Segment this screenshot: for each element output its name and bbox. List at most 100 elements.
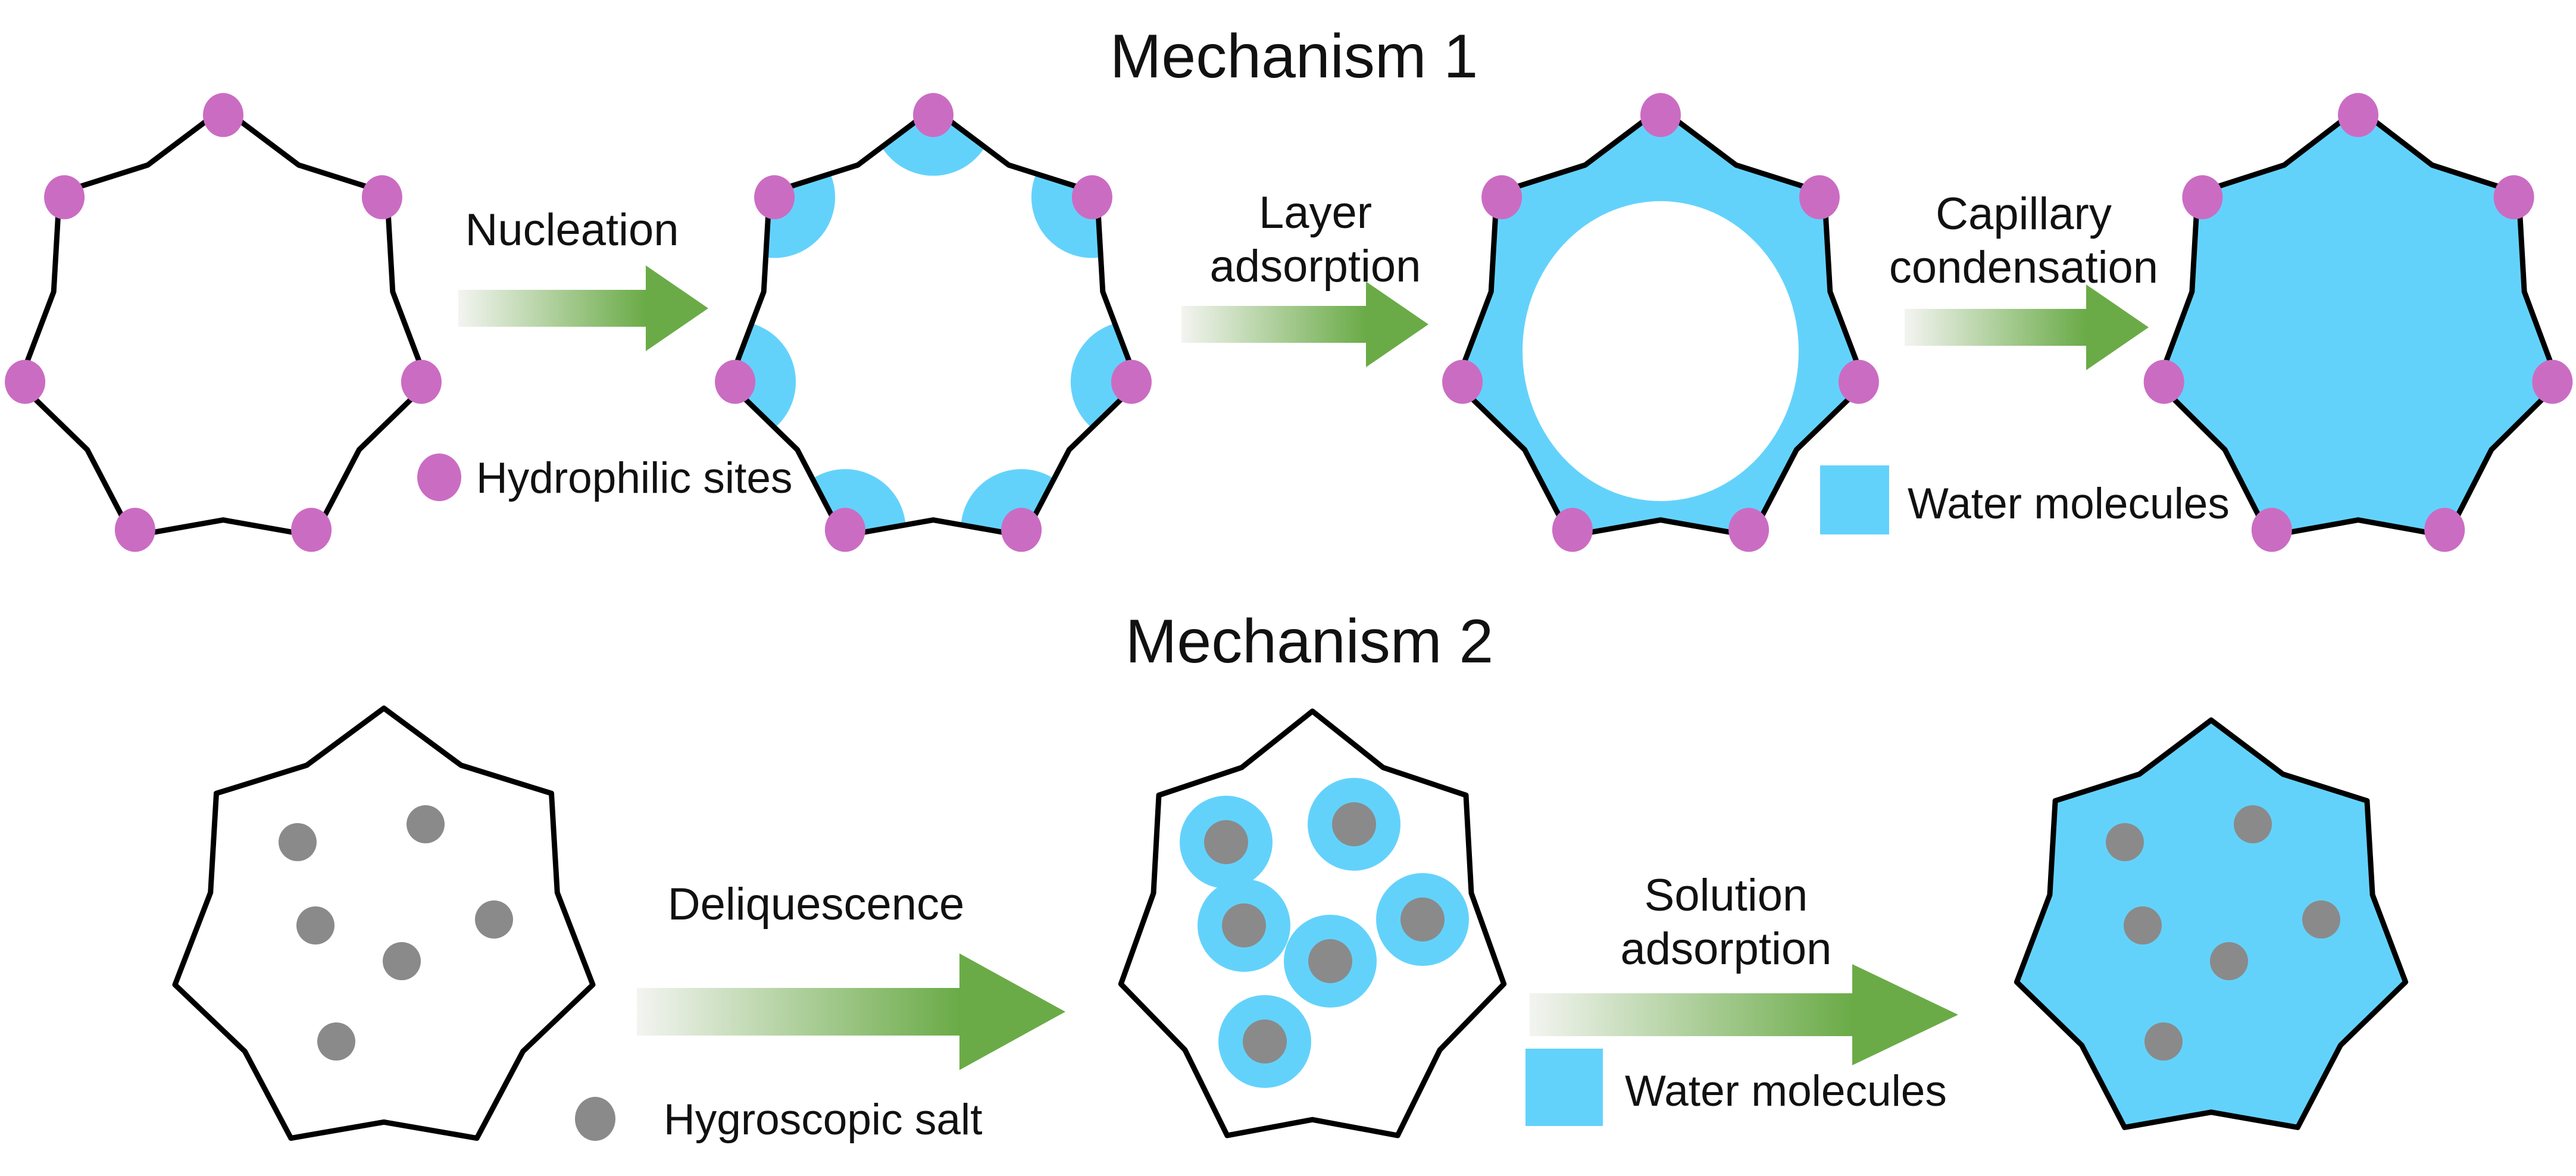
hydrophilic-site-dot: [715, 359, 756, 404]
pore-deliquesced: [1118, 708, 1507, 1139]
salt-particle: [317, 1022, 355, 1061]
pore-condensed-body: [2158, 108, 2559, 536]
salt-particle: [2144, 1022, 2183, 1061]
hydrophilic-site-dot: [44, 175, 85, 220]
legend-label-hydrophilic-sites: Hydrophilic sites: [476, 454, 792, 502]
arrow-label-capillary-condensation-line1: Capillary: [1936, 189, 2112, 239]
arrow-label-layer-adsorption-line2: adsorption: [1210, 241, 1421, 292]
hydrophilic-site-dot: [2338, 93, 2378, 137]
legend-hygroscopic-salt: Hygroscopic salt: [575, 1096, 983, 1144]
arrow-head-icon: [2086, 284, 2149, 370]
arrow-label-solution-adsorption-line2: adsorption: [1621, 924, 1832, 974]
arrow-head-icon: [646, 265, 708, 351]
legend-water-molecules-1: Water molecules: [1820, 465, 2230, 534]
salt-particle: [2302, 900, 2340, 939]
legend-hydrophilic-sites: Hydrophilic sites: [417, 453, 792, 502]
hydrophilic-site-dot: [824, 508, 865, 552]
pore-nucleation: [715, 93, 1152, 552]
pore-salt-body: [175, 708, 593, 1139]
salt-particle: [1204, 820, 1248, 864]
pore-salt: [172, 705, 596, 1141]
pore-deliquesced-outline: [1118, 708, 1507, 1139]
hydrophilic-site-dot: [913, 93, 954, 137]
title-mechanism-2: Mechanism 2: [1126, 607, 1493, 676]
salt-particle: [2234, 805, 2272, 843]
hydrophilic-site-dot: [1481, 175, 1523, 220]
legend-label-water-molecules-2: Water molecules: [1625, 1067, 1947, 1115]
hydrophilic-site-dot: [1001, 508, 1042, 552]
arrow-head-icon: [959, 953, 1065, 1070]
arrow-label-deliquescence-line1: Deliquescence: [668, 879, 965, 930]
salt-particle: [296, 906, 334, 944]
salt-particle: [279, 823, 317, 861]
arrow-label-capillary-condensation-line2: condensation: [1889, 242, 2158, 293]
pore-solution-outline: [2014, 717, 2409, 1130]
hydrophilic-site-dot: [1111, 359, 1152, 404]
pore-salt-outline: [172, 705, 596, 1141]
pore-layer-outline: [1453, 105, 1868, 539]
hydrophilic-site-dot: [361, 175, 402, 220]
arrow-body: [1905, 309, 2086, 346]
arrow-body: [458, 290, 646, 327]
arrow-nucleation: Nucleation: [458, 205, 708, 351]
hydrophilic-site-dot: [2424, 508, 2465, 552]
salt-particle: [1332, 802, 1376, 846]
hydrophilic-site-dot: [203, 93, 243, 137]
legend-label-hygroscopic-salt: Hygroscopic salt: [664, 1096, 983, 1144]
arrow-body: [1530, 993, 1852, 1036]
legend-marker-circle: [417, 453, 461, 501]
hydrophilic-site-dot: [1838, 359, 1879, 404]
legend-water-molecules-2: Water molecules: [1525, 1049, 1947, 1126]
arrow-label-nucleation-line1: Nucleation: [465, 205, 679, 255]
arrow-label-layer-adsorption-line1: Layer: [1259, 187, 1372, 238]
salt-particle: [2210, 942, 2248, 980]
pore-nucleation-outline: [726, 105, 1140, 539]
legend-marker-square: [1525, 1049, 1603, 1126]
salt-particle: [2124, 906, 2162, 944]
hydrophilic-site-dot: [401, 359, 442, 404]
hydrophilic-site-dot: [5, 359, 46, 404]
pore-condensed-outline: [2155, 105, 2561, 539]
hydrophilic-site-dot: [754, 175, 795, 220]
pore-layer: [1442, 93, 1879, 552]
arrow-deliquescence: Deliquescence: [637, 879, 1065, 1070]
hydrophilic-site-dot: [2182, 175, 2223, 220]
arrow-body: [1181, 306, 1366, 343]
pore-dry-outline: [16, 105, 430, 539]
arrow-label-solution-adsorption-line1: Solution: [1645, 870, 1808, 921]
salt-particle: [2106, 823, 2144, 861]
legend-label-water-molecules-1: Water molecules: [1908, 480, 2230, 528]
salt-particle: [1308, 939, 1352, 983]
hydrophilic-site-dot: [114, 508, 155, 552]
hydrophilic-site-dot: [2143, 359, 2184, 404]
pore-solution-body: [2017, 720, 2406, 1128]
arrow-body: [637, 988, 959, 1036]
salt-particle: [407, 805, 445, 843]
hydrophilic-site-dot: [1640, 93, 1681, 137]
hydrophilic-site-dot: [2493, 175, 2534, 220]
hydrophilic-site-dot: [291, 508, 332, 552]
hydrophilic-site-dot: [2532, 359, 2573, 404]
legend-marker-square: [1820, 465, 1889, 534]
pore-solution: [2014, 717, 2409, 1130]
salt-particle: [475, 900, 513, 939]
legend-marker-circle: [575, 1097, 615, 1141]
hydrophilic-site-dot: [1552, 508, 1593, 552]
hydrophilic-site-dot: [1071, 175, 1112, 220]
pore-dry-body: [18, 108, 428, 536]
hydrophilic-site-dot: [2251, 508, 2292, 552]
hydrophilic-site-dot: [1728, 508, 1770, 552]
salt-particle: [1243, 1019, 1287, 1064]
salt-particle: [1222, 903, 1266, 947]
arrow-head-icon: [1366, 282, 1428, 367]
hydrophilic-site-dot: [1442, 359, 1483, 404]
title-mechanism-1: Mechanism 1: [1110, 22, 1478, 91]
pore-dry: [5, 93, 442, 552]
pore-condensed: [2143, 93, 2573, 552]
arrow-head-icon: [1852, 964, 1958, 1065]
